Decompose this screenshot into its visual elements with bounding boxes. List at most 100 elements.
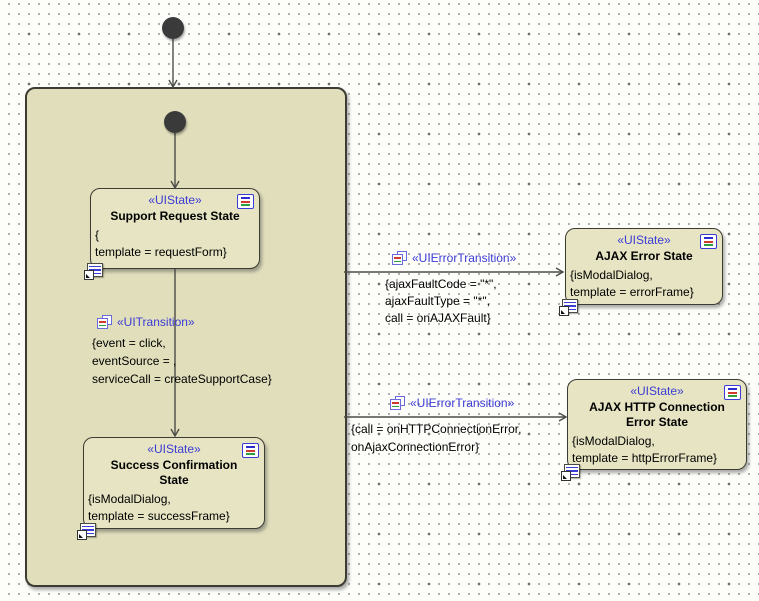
edge-region-to-http-error[interactable] (344, 412, 568, 422)
edge-region-to-ajax-error[interactable] (344, 267, 565, 277)
property-line: {isModalDialog, (570, 268, 653, 282)
icon-line (89, 269, 101, 271)
constraint-line: serviceCall = createSupportCase} (92, 372, 272, 386)
icon-line (392, 402, 399, 404)
transition-stereotype: «UIErrorTransition» (412, 251, 517, 265)
transition-icon (390, 396, 405, 410)
icon-line (704, 244, 713, 247)
error-transition-2-constraint[interactable]: {call = onHTTPConnectionError, onAjaxCon… (351, 420, 521, 456)
icon-arrow (86, 274, 90, 278)
icon-line (564, 305, 576, 307)
submachine-icon-arrow-box (561, 471, 571, 481)
submachine-icon[interactable] (84, 263, 103, 280)
icon-line (704, 236, 713, 239)
icon-line (394, 260, 401, 262)
icon-line (89, 272, 101, 275)
icon-line (566, 470, 578, 472)
icon-line (728, 391, 737, 394)
state-title: AJAX Error State (595, 249, 693, 263)
submachine-icon-arrow-box (77, 530, 87, 540)
ui-transition-constraint[interactable]: {event = click, eventSource = , serviceC… (92, 334, 272, 388)
transition-icon-front-page (390, 399, 401, 410)
initial-node-inner[interactable] (164, 111, 186, 133)
transition-stereotype: «UIErrorTransition» (410, 396, 515, 410)
edge-inner-initial-to-support[interactable] (170, 133, 180, 190)
icon-line (82, 525, 94, 528)
constraint-line: {call = onHTTPConnectionError, (351, 422, 522, 436)
icon-arrow (79, 534, 83, 538)
edge-support-to-success[interactable] (170, 267, 180, 438)
property-line: template = successFrame} (88, 509, 230, 523)
icon-line (246, 453, 255, 456)
constraint-line: {ajaxFaultCode = "*", (385, 277, 497, 291)
transition-stereotype: «UITransition» (117, 315, 195, 329)
submachine-icon[interactable] (561, 464, 580, 481)
edge-arrowhead (170, 428, 180, 438)
icon-line (241, 196, 250, 199)
specification-icon[interactable] (724, 385, 741, 400)
icon-line (704, 240, 713, 243)
icon-line (392, 405, 399, 407)
transition-icon (97, 315, 112, 329)
edge-initial-to-region[interactable] (168, 39, 178, 89)
submachine-icon-arrow-box (84, 270, 94, 280)
constraint-line: eventSource = , (92, 354, 177, 368)
constraint-line: call = onAJAXFault} (385, 311, 491, 325)
property-line: template = requestForm} (95, 245, 227, 259)
error-transition-2-label[interactable]: «UIErrorTransition» (390, 396, 514, 410)
constraint-line: onAjaxConnectionError} (351, 440, 480, 454)
icon-line (566, 466, 578, 469)
state-ajax-error[interactable]: «UIState» AJAX Error State {isModalDialo… (559, 228, 723, 316)
icon-line (728, 387, 737, 390)
submachine-icon-arrow-box (559, 306, 569, 316)
property-line: { (95, 228, 100, 242)
icon-line (99, 324, 106, 326)
property-line: template = httpErrorFrame} (572, 451, 718, 465)
property-line: template = errorFrame} (570, 285, 694, 299)
state-properties: {isModalDialog, template = httpErrorFram… (568, 430, 746, 467)
state-support-request[interactable]: «UIState» Support Request State { templa… (84, 188, 260, 280)
constraint-line: {event = click, (92, 336, 166, 350)
specification-icon[interactable] (700, 234, 717, 249)
submachine-icon[interactable] (77, 523, 96, 540)
icon-line (728, 395, 737, 398)
stereotype-label: «UIState» (630, 384, 684, 398)
edge-arrowhead (558, 412, 568, 422)
icon-line (246, 445, 255, 448)
stereotype-label: «UIState» (148, 193, 202, 207)
ui-transition-label[interactable]: «UITransition» (97, 315, 195, 329)
transition-icon-front-page (97, 318, 108, 329)
icon-line (89, 265, 101, 268)
state-success-confirmation[interactable]: «UIState» Success Confirmation State {is… (77, 437, 265, 540)
icon-line (566, 473, 578, 476)
submachine-icon[interactable] (559, 299, 578, 316)
specification-icon[interactable] (242, 443, 259, 458)
icon-line (82, 529, 94, 531)
edge-arrowhead (168, 79, 178, 89)
icon-line (246, 449, 255, 452)
constraint-line: ajaxFaultType = "*", (385, 294, 490, 308)
state-ajax-http-connection-error[interactable]: «UIState» AJAX HTTP Connection Error Sta… (561, 379, 747, 481)
error-transition-1-label[interactable]: «UIErrorTransition» (392, 251, 516, 265)
stereotype-label: «UIState» (617, 233, 671, 247)
state-title: Success Confirmation (110, 458, 238, 472)
icon-line (394, 257, 401, 259)
edge-arrowhead (555, 267, 565, 277)
transition-icon (392, 251, 407, 265)
specification-icon[interactable] (237, 194, 254, 209)
icon-line (82, 532, 94, 535)
property-line: {isModalDialog, (572, 434, 655, 448)
icon-line (241, 200, 250, 203)
state-title: AJAX HTTP Connection (589, 400, 725, 414)
transition-icon-front-page (392, 254, 403, 265)
icon-line (564, 308, 576, 311)
error-transition-1-constraint[interactable]: {ajaxFaultCode = "*", ajaxFaultType = "*… (385, 276, 497, 327)
stereotype-label: «UIState» (147, 442, 201, 456)
initial-node-outer[interactable] (162, 17, 184, 39)
state-properties: {isModalDialog, template = successFrame} (84, 488, 264, 525)
state-title: Support Request State (110, 209, 240, 223)
icon-arrow (563, 475, 567, 479)
state-title: Error State (625, 415, 689, 429)
